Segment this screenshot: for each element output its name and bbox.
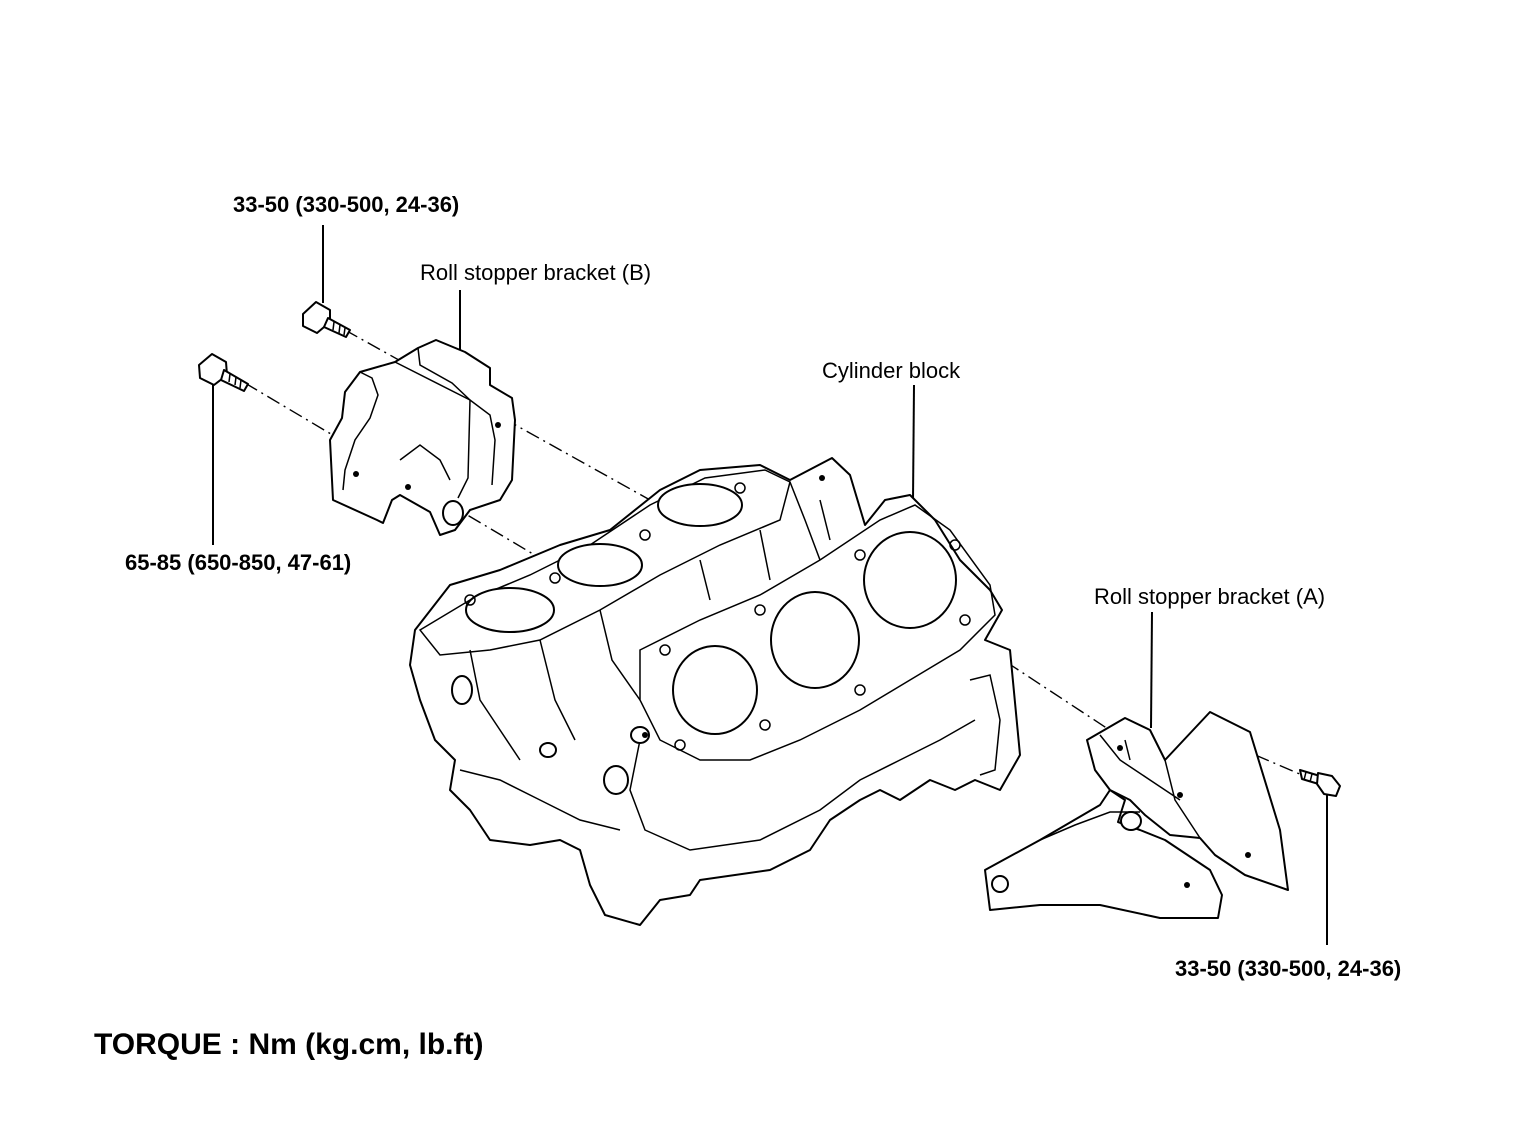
leader-cylinder-block [912, 384, 915, 501]
label-roll-stopper-bracket-b: Roll stopper bracket (B) [420, 260, 652, 285]
bolt-right [1299, 769, 1341, 797]
cylinder-block [409, 457, 1021, 926]
torque-spec-bottom-right: 33-50 (330-500, 24-36) [1175, 956, 1402, 981]
label-cylinder-block: Cylinder block [822, 358, 961, 383]
roll-stopper-bracket-a [984, 711, 1289, 919]
torque-units-legend: TORQUE : Nm (kg.cm, lb.ft) [94, 1028, 484, 1061]
roll-stopper-bracket-b [329, 339, 516, 536]
bolt-top [302, 301, 351, 338]
bolt-left [198, 353, 249, 392]
label-roll-stopper-bracket-a: Roll stopper bracket (A) [1094, 584, 1326, 609]
leader-bracket-a [1150, 611, 1153, 729]
torque-spec-left: 65-85 (650-850, 47-61) [125, 550, 352, 575]
torque-spec-top: 33-50 (330-500, 24-36) [233, 192, 460, 217]
